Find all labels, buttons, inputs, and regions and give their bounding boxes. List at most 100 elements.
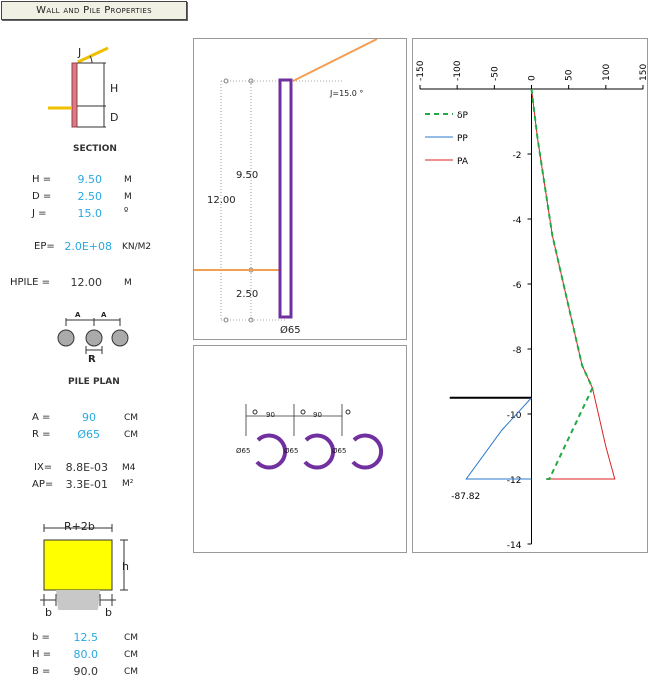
elevation-backfill-line bbox=[292, 39, 378, 82]
x-tick-label: -150 bbox=[416, 60, 426, 81]
param-d-label: D = bbox=[32, 191, 52, 202]
ap-unit: M² bbox=[122, 479, 134, 489]
y-tick-label: -12 bbox=[507, 476, 522, 486]
param-h-unit: M bbox=[124, 175, 132, 185]
param-cap-h-label: H = bbox=[32, 649, 52, 660]
param-a-unit: CM bbox=[124, 413, 139, 423]
pile-plan-circle bbox=[111, 329, 129, 347]
x-tick-label: -50 bbox=[490, 66, 500, 81]
pile-plan-sketch bbox=[57, 318, 129, 354]
elevation-pile-label: Ø65 bbox=[280, 325, 301, 336]
series-line-1 bbox=[465, 397, 532, 480]
param-b-unit: CM bbox=[124, 633, 139, 643]
elevation-pile bbox=[278, 78, 293, 319]
section-wall bbox=[71, 62, 78, 128]
param-d-unit: M bbox=[124, 192, 132, 202]
section-backfill-line bbox=[77, 46, 109, 64]
elevation-dim-upper: 9.50 bbox=[236, 170, 259, 181]
ep-value: 2.0E+08 bbox=[64, 240, 112, 253]
param-cap-h-unit: CM bbox=[124, 650, 139, 660]
x-tick-label: -100 bbox=[453, 60, 463, 81]
plan-pile-ring bbox=[303, 433, 336, 470]
cap-pile-shadow bbox=[56, 590, 100, 610]
plan-pile-label: Ø65 bbox=[236, 447, 251, 455]
section-caption: SECTION bbox=[73, 144, 117, 154]
plan-spacing-1: 90 bbox=[266, 411, 275, 419]
y-tick-label: -2 bbox=[513, 151, 522, 161]
plan-view-panel: 90 90 Ø65 Ø65 Ø65 bbox=[193, 345, 407, 553]
plan-view-svg bbox=[245, 404, 384, 470]
hpile-label: HPILE = bbox=[10, 277, 50, 288]
pile-plan-label-a2: a bbox=[101, 309, 107, 320]
plan-pile-ring bbox=[351, 433, 384, 470]
series-line-2 bbox=[531, 88, 616, 480]
y-tick-label: -4 bbox=[513, 216, 522, 226]
x-tick-label: 50 bbox=[565, 69, 575, 81]
elevation-svg bbox=[194, 39, 378, 323]
section-label-h: H bbox=[110, 82, 119, 95]
cap-sketch bbox=[40, 524, 128, 610]
plan-pile-label: Ø65 bbox=[284, 447, 299, 455]
legend-label: PP bbox=[457, 134, 468, 144]
series-line-0 bbox=[530, 88, 594, 480]
pile-plan-caption: PILE PLAN bbox=[68, 377, 120, 387]
legend-label: PA bbox=[457, 157, 469, 167]
elevation-angle-label: J=15.0 ° bbox=[330, 89, 364, 98]
param-r-unit: CM bbox=[124, 430, 139, 440]
param-b-value: 12.5 bbox=[73, 631, 99, 644]
chart-annotation: -87.82 bbox=[451, 492, 480, 502]
cap-label-b2: b bbox=[105, 606, 112, 619]
pile-plan-label-r: R bbox=[88, 354, 96, 365]
pile-plan-circle bbox=[85, 329, 103, 347]
ap-value: 3.3E-01 bbox=[65, 478, 108, 491]
param-r-label: R = bbox=[32, 429, 51, 440]
pile-plan-label-a1: a bbox=[75, 309, 81, 320]
elevation-panel: J=15.0 ° 9.50 12.00 2.50 Ø65 bbox=[193, 38, 407, 340]
y-tick-label: -8 bbox=[513, 346, 522, 356]
ix-label: IX= bbox=[34, 462, 53, 473]
param-b-total-unit: CM bbox=[124, 667, 139, 677]
section-label-d: D bbox=[110, 111, 119, 124]
ix-unit: M4 bbox=[122, 463, 136, 473]
hpile-unit: M bbox=[124, 278, 132, 288]
y-tick-label: -6 bbox=[513, 281, 522, 291]
param-h-label: H = bbox=[32, 174, 52, 185]
ep-unit: KN/M2 bbox=[122, 242, 152, 252]
x-tick-label: 150 bbox=[639, 64, 647, 81]
param-h-value: 9.50 bbox=[77, 173, 103, 186]
param-b-label: b = bbox=[32, 632, 50, 643]
title-button[interactable]: Wall and Pile Properties bbox=[1, 1, 187, 20]
param-a-label: A = bbox=[32, 412, 51, 423]
hpile-value: 12.00 bbox=[70, 276, 103, 289]
plan-spacing-2: 90 bbox=[313, 411, 322, 419]
legend-label: δP bbox=[457, 111, 469, 121]
section-sketch bbox=[48, 46, 109, 128]
param-cap-h-value: 80.0 bbox=[73, 648, 99, 661]
elevation-dim-lower: 2.50 bbox=[236, 289, 259, 300]
param-r-value: Ø65 bbox=[77, 428, 100, 441]
pile-plan-circle bbox=[57, 329, 75, 347]
x-tick-label: 100 bbox=[602, 64, 612, 81]
ep-label: EP= bbox=[34, 241, 55, 252]
elevation-dim-total: 12.00 bbox=[207, 195, 236, 206]
cap-label-b1: b bbox=[45, 606, 52, 619]
param-j-value: 15.0 bbox=[77, 207, 103, 220]
section-label-j: J bbox=[78, 46, 82, 59]
x-tick-label: 0 bbox=[528, 75, 538, 81]
plan-pile-ring bbox=[255, 433, 288, 470]
ap-label: AP= bbox=[32, 479, 54, 490]
param-j-label: J = bbox=[32, 208, 47, 219]
param-j-unit: º bbox=[124, 207, 129, 217]
param-b-total-label: B = bbox=[32, 666, 51, 677]
param-a-value: 90 bbox=[82, 411, 96, 424]
ix-value: 8.8E-03 bbox=[65, 461, 108, 474]
cap-rect bbox=[43, 539, 113, 591]
param-b-total-value: 90.0 bbox=[73, 665, 99, 678]
y-tick-label: -14 bbox=[507, 541, 522, 551]
cap-label-width: R+2b bbox=[64, 520, 95, 533]
plan-pile-label: Ø65 bbox=[332, 447, 347, 455]
param-d-value: 2.50 bbox=[77, 190, 103, 203]
cap-label-h: h bbox=[122, 560, 129, 573]
